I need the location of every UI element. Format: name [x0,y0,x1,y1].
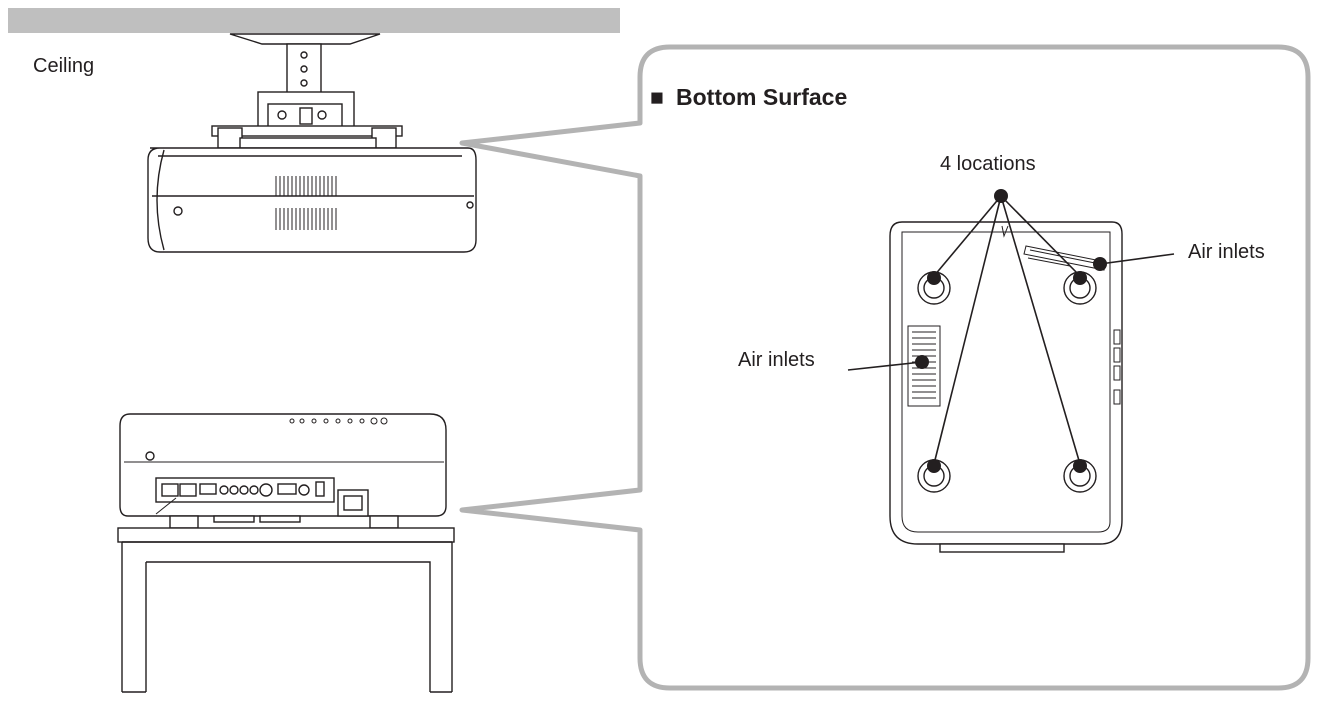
ceiling-mounted-projector [147,33,477,253]
locations-label: 4 locations [940,153,1036,175]
foot-dot-bottom-left [927,459,941,473]
air-inlets-label-left: Air inlets [738,349,815,371]
air-inlet-dot-right [1093,257,1107,271]
table [117,527,455,693]
section-title: Bottom Surface [676,84,847,110]
table-mounted-projector [119,413,447,529]
section-marker: ■ [650,84,664,110]
foot-dot-bottom-right [1073,459,1087,473]
projector-bottom-view [889,221,1123,553]
ceiling-band [8,8,620,33]
air-inlet-dot-left [915,355,929,369]
leader-dots [915,189,1107,473]
leader-lines [847,195,1175,465]
foot-dot-top-left [927,271,941,285]
air-inlets-label-right: Air inlets [1188,241,1265,263]
ceiling-label: Ceiling [33,55,94,77]
locations-hub-dot [994,189,1008,203]
bottom-surface-callout [459,44,1311,691]
foot-dot-top-right [1073,271,1087,285]
